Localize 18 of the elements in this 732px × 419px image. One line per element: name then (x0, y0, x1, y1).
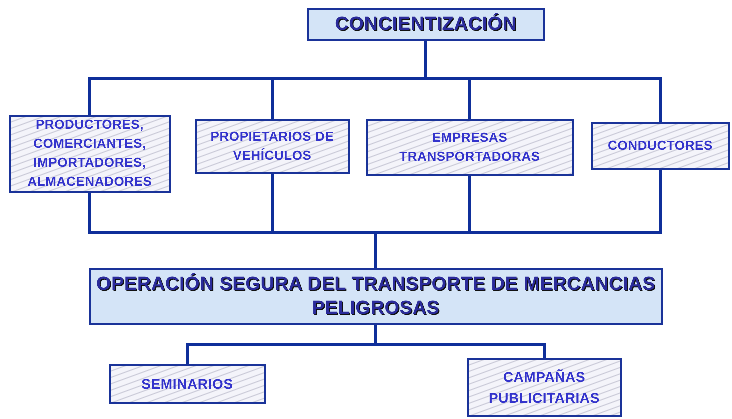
category-box (109, 364, 266, 404)
box-label: OPERACIÓN SEGURA DEL TRANSPORTE DE MERCANCIAS PELIGROSAS (95, 272, 657, 320)
connector-line (374, 170, 662, 268)
heading-box (89, 268, 663, 325)
category-box (9, 115, 171, 193)
box-label: PROPIETARIOS DE VEHÍCULOS (210, 128, 336, 164)
box-label: CONCIENTIZACIÓN (335, 12, 517, 36)
category-box (591, 122, 730, 170)
box-label: EMPRESAS TRANSPORTADORAS (398, 128, 542, 166)
box-label: SEMINARIOS (142, 374, 234, 394)
category-box (195, 119, 350, 174)
box-label: CAMPAÑAS PUBLICITARIAS (488, 368, 601, 408)
box-label: CONDUCTORES (608, 136, 713, 155)
category-box (467, 358, 622, 417)
heading-box (307, 8, 545, 41)
category-box (366, 119, 574, 176)
connector-line (424, 41, 662, 122)
box-label: PRODUCTORES, COMERCIANTES, IMPORTADORES, ALMACENADORES (26, 116, 154, 191)
